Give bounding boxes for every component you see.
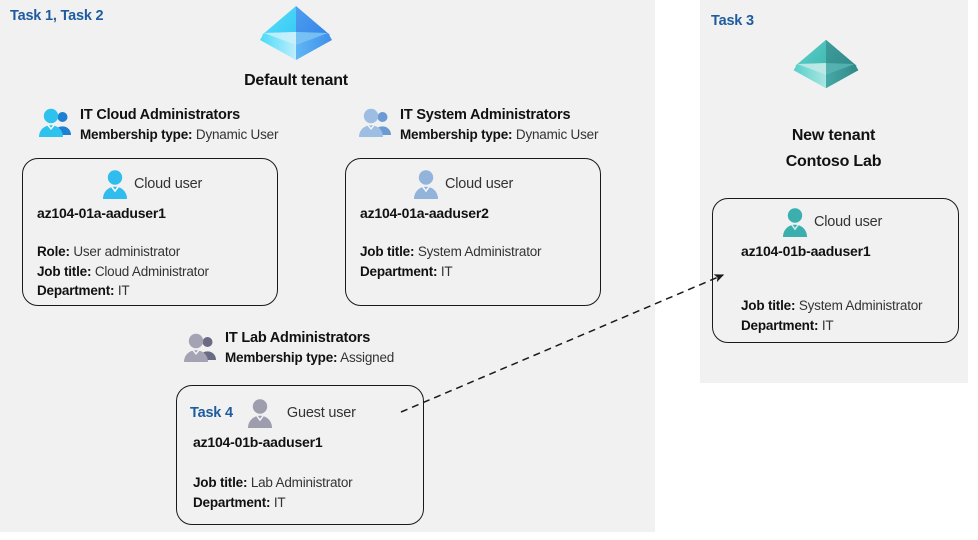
- user-name: az104-01a-aaduser1: [37, 205, 166, 221]
- user-card-aaduser1b-cloud[interactable]: Cloud user az104-01b-aaduser1 Job title:…: [712, 198, 959, 343]
- cloud-user-icon: [412, 169, 440, 199]
- user-attributes: Role: User administrator Job title: Clou…: [37, 242, 209, 301]
- user-kind-label: Cloud user: [445, 176, 514, 192]
- attr-department: Department: IT: [193, 493, 352, 513]
- attr-label: Role:: [37, 244, 70, 259]
- attr-label: Department:: [360, 263, 438, 279]
- group-membership-value: Dynamic User: [195, 127, 279, 142]
- attr-job-title: Job title: Lab Administrator: [193, 473, 353, 493]
- default-tenant-name: Default tenant: [244, 72, 348, 89]
- user-attributes: Job title: System Administrator Departme…: [360, 242, 542, 282]
- user-card-aaduser1b-guest[interactable]: Task 4 Guest user az104-01b-aaduser1 Job…: [176, 385, 424, 525]
- user-kind-row: Cloud user: [412, 169, 513, 199]
- attr-label: Department:: [741, 317, 819, 333]
- attr-value: System Administrator: [417, 244, 542, 259]
- guest-user-icon: [246, 398, 274, 428]
- attr-label: Department:: [37, 283, 115, 298]
- new-tenant-name-line1: New tenant: [791, 127, 876, 144]
- user-kind-row: Cloud user: [101, 169, 202, 199]
- attr-value: System Administrator: [798, 298, 923, 313]
- group-membership-type: Membership type: Dynamic User: [400, 125, 598, 144]
- group-title: IT System Administrators: [400, 107, 571, 123]
- attr-value: Lab Administrator: [250, 475, 353, 490]
- attr-value: IT: [117, 283, 130, 298]
- user-card-aaduser1-cloud[interactable]: Cloud user az104-01a-aaduser1 Role: User…: [22, 158, 278, 306]
- attr-value: Cloud Administrator: [94, 263, 209, 279]
- user-kind-label: Cloud user: [814, 214, 883, 230]
- attr-department: Department: IT: [741, 316, 922, 336]
- group-membership-label: Membership type:: [400, 127, 513, 142]
- user-name: az104-01b-aaduser1: [193, 434, 323, 450]
- group-membership-label: Membership type:: [225, 350, 338, 365]
- user-attributes: Job title: Lab Administrator Department:…: [193, 473, 353, 513]
- group-users-icon: [357, 107, 397, 139]
- attr-value: IT: [273, 494, 286, 510]
- task-label-right: Task 3: [711, 13, 754, 29]
- new-tenant-name-line2: Contoso Lab: [785, 153, 882, 170]
- attr-value: IT: [821, 317, 834, 333]
- attr-job-title: Job title: System Administrator: [741, 296, 923, 316]
- task-label-guest: Task 4: [190, 405, 233, 421]
- group-title: IT Cloud Administrators: [80, 107, 241, 123]
- task-label-left: Task 1, Task 2: [10, 8, 104, 24]
- cloud-user-icon: [781, 207, 809, 237]
- user-card-aaduser2-cloud[interactable]: Cloud user az104-01a-aaduser2 Job title:…: [345, 158, 601, 306]
- user-name: az104-01b-aaduser1: [741, 243, 871, 259]
- group-membership-label: Membership type:: [80, 127, 193, 142]
- azure-ad-tenant-icon: [790, 35, 862, 93]
- group-membership-type: Membership type: Dynamic User: [80, 125, 278, 144]
- group-header-it-lab-administrators: IT Lab Administrators Membership type: A…: [225, 329, 394, 367]
- cloud-user-icon: [101, 169, 129, 199]
- group-header-it-cloud-administrators: IT Cloud Administrators Membership type:…: [80, 106, 278, 144]
- attr-role: Role: User administrator: [37, 242, 209, 262]
- user-kind-row: Task 4 Guest user: [190, 398, 356, 428]
- azure-ad-tenant-icon: [256, 2, 336, 64]
- attr-label: Department:: [193, 494, 271, 510]
- group-title: IT Lab Administrators: [225, 330, 371, 346]
- user-name: az104-01a-aaduser2: [360, 205, 489, 221]
- user-kind-row: Cloud user: [781, 207, 882, 237]
- attr-value: User administrator: [73, 244, 181, 259]
- attr-label: Job title:: [193, 475, 248, 490]
- attr-job-title: Job title: System Administrator: [360, 242, 542, 262]
- group-membership-value: Assigned: [340, 350, 395, 365]
- attr-department: Department: IT: [37, 281, 209, 301]
- group-header-it-system-administrators: IT System Administrators Membership type…: [400, 106, 598, 144]
- user-kind-label: Guest user: [286, 405, 356, 421]
- group-users-icon: [37, 107, 77, 139]
- attr-value: IT: [440, 263, 453, 279]
- attr-department: Department: IT: [360, 262, 541, 282]
- user-attributes: Job title: System Administrator Departme…: [741, 296, 923, 336]
- attr-label: Job title:: [360, 244, 415, 259]
- attr-label: Job title:: [37, 263, 92, 279]
- group-users-icon: [182, 332, 222, 364]
- user-kind-label: Cloud user: [134, 176, 203, 192]
- group-membership-type: Membership type: Assigned: [225, 348, 394, 367]
- attr-label: Job title:: [741, 298, 796, 313]
- attr-job-title: Job title: Cloud Administrator: [37, 262, 209, 282]
- group-membership-value: Dynamic User: [515, 127, 599, 142]
